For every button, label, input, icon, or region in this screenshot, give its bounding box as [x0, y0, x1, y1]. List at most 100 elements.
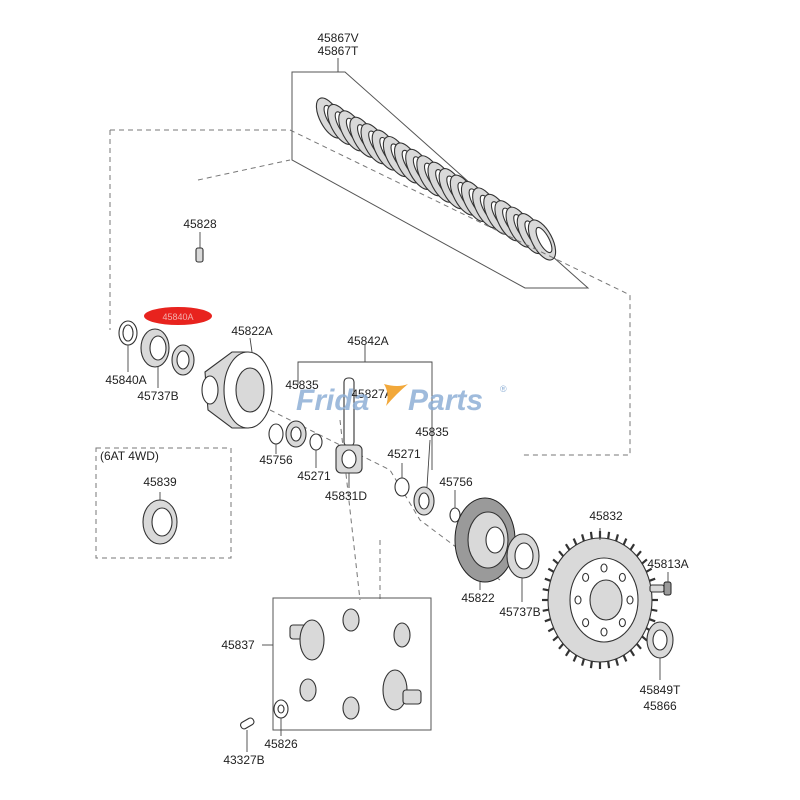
- ring-gear-tooth: [558, 643, 565, 650]
- ring-gear-tooth: [572, 654, 578, 662]
- ring-gear-45832: [542, 531, 658, 669]
- ring-gear-tooth: [645, 567, 653, 573]
- ring-gear-tooth: [651, 608, 658, 612]
- ring-left: [171, 344, 195, 376]
- assembly-outline: [110, 129, 631, 456]
- label-45827A: 45827A: [351, 387, 392, 401]
- label-45837: 45837: [221, 638, 255, 652]
- ring-gear-tooth: [589, 661, 593, 669]
- pin-45828: [195, 247, 204, 263]
- ring-gear-tooth: [649, 577, 656, 582]
- label-45822A: 45822A: [231, 324, 272, 338]
- ring-gear-tooth: [635, 550, 642, 557]
- ring-gear-tooth: [649, 618, 656, 623]
- washer-45826: [273, 699, 289, 719]
- watermark-part2: Parts: [408, 384, 483, 417]
- ring-gear-bolt-hole: [618, 618, 626, 628]
- washer-45756-left: [268, 423, 284, 445]
- bolt-45813A: [649, 581, 672, 596]
- ring-gear-tooth: [542, 588, 549, 592]
- label-45866: 45866: [643, 699, 677, 713]
- label-45835-right: 45835: [415, 425, 449, 439]
- ring-gear-tooth: [542, 608, 549, 612]
- label-45867V: 45867V: [317, 31, 358, 45]
- ring-gear-tooth: [544, 618, 551, 623]
- thrust-washer-45835-right: [413, 486, 435, 516]
- label-45822: 45822: [461, 591, 495, 605]
- label-45831D: 45831D: [325, 489, 367, 503]
- ring-gear-tooth: [641, 558, 648, 565]
- ring-gear-tooth: [622, 654, 628, 662]
- ring-gear-tooth: [615, 534, 619, 542]
- seal-45840A: [118, 320, 138, 346]
- ring-45271-right: [394, 477, 410, 497]
- gear-case-45822: [454, 497, 516, 583]
- watermark: Frida Parts ®: [296, 384, 507, 417]
- label-45842A: 45842A: [347, 334, 388, 348]
- label-45840A: 45840A: [105, 373, 146, 387]
- label-45737B-left: 45737B: [137, 389, 178, 403]
- ring-gear-tooth: [552, 558, 559, 565]
- label-45826: 45826: [264, 737, 298, 751]
- ring-gear-tooth: [547, 567, 555, 573]
- box-45837: [272, 597, 432, 731]
- ring-gear-tooth: [552, 635, 559, 642]
- ring-gear-bolt-hole: [600, 563, 608, 573]
- label-45756-left: 45756: [259, 453, 293, 467]
- ring-gear-tooth: [564, 543, 571, 551]
- seal-45839: [142, 499, 178, 545]
- pin-43327B: [239, 717, 255, 730]
- ring-gear-bolt-hole: [626, 595, 634, 605]
- ring-gear-bolt-hole: [618, 572, 626, 582]
- ring-gear-tooth: [629, 543, 636, 551]
- watermark-swoosh-icon: [384, 384, 408, 406]
- ring-gear-tooth: [558, 550, 565, 557]
- ring-gear-tooth: [641, 635, 648, 642]
- label-45756-right: 45756: [439, 475, 473, 489]
- ring-gear-tooth: [589, 531, 593, 539]
- ring-gear-tooth: [635, 643, 642, 650]
- label-45737B-right: 45737B: [499, 605, 540, 619]
- differential-case-45822A: [201, 351, 273, 429]
- ring-gear-tooth: [544, 577, 551, 582]
- label-45849T: 45849T: [640, 683, 681, 697]
- watermark-part1: Frida: [296, 384, 369, 417]
- label-45832: 45832: [589, 509, 623, 523]
- label-43327B: 43327B: [223, 753, 264, 767]
- ring-gear-bolt-hole: [582, 618, 590, 628]
- ring-gear-tooth: [607, 661, 611, 669]
- gear-kit-45837: [289, 608, 422, 720]
- label-45839: 45839: [143, 475, 177, 489]
- assembly-outline-inner: [197, 159, 291, 181]
- ring-gear-bolt-hole: [582, 572, 590, 582]
- ring-gear-tooth: [572, 538, 578, 546]
- label-45835-top: 45835: [285, 378, 319, 392]
- watermark-registered: ®: [500, 384, 507, 394]
- highlight-oval: [144, 307, 212, 325]
- ring-gear-bolt-hole: [600, 627, 608, 637]
- washer-45849T: [646, 621, 674, 659]
- label-45271-left: 45271: [297, 469, 331, 483]
- ring-gear-tooth: [607, 531, 611, 539]
- thrust-washer-45835-left: [285, 420, 307, 448]
- highlight-label: 45840A: [162, 312, 193, 322]
- ring-gear-tooth: [615, 658, 619, 666]
- ring-gear-tooth: [581, 658, 585, 666]
- spring-plates: [315, 97, 557, 261]
- ring-gear-bolt-hole: [574, 595, 582, 605]
- bearing-45737B-right: [506, 533, 540, 579]
- spring-plate-hole: [535, 226, 553, 254]
- ring-gear-tooth: [629, 649, 636, 657]
- box-6at-4wd: [95, 447, 232, 559]
- bearing-45737B-left: [140, 328, 170, 368]
- spring-pack-frame: [291, 71, 590, 289]
- spider-45831D: [335, 444, 363, 474]
- ring-gear-tooth: [622, 538, 628, 546]
- ring-gear-tooth: [547, 627, 555, 633]
- label-45828: 45828: [183, 217, 217, 231]
- label-45813A: 45813A: [647, 557, 688, 571]
- label-45867T: 45867T: [318, 44, 359, 58]
- ring-45271-left: [309, 433, 323, 451]
